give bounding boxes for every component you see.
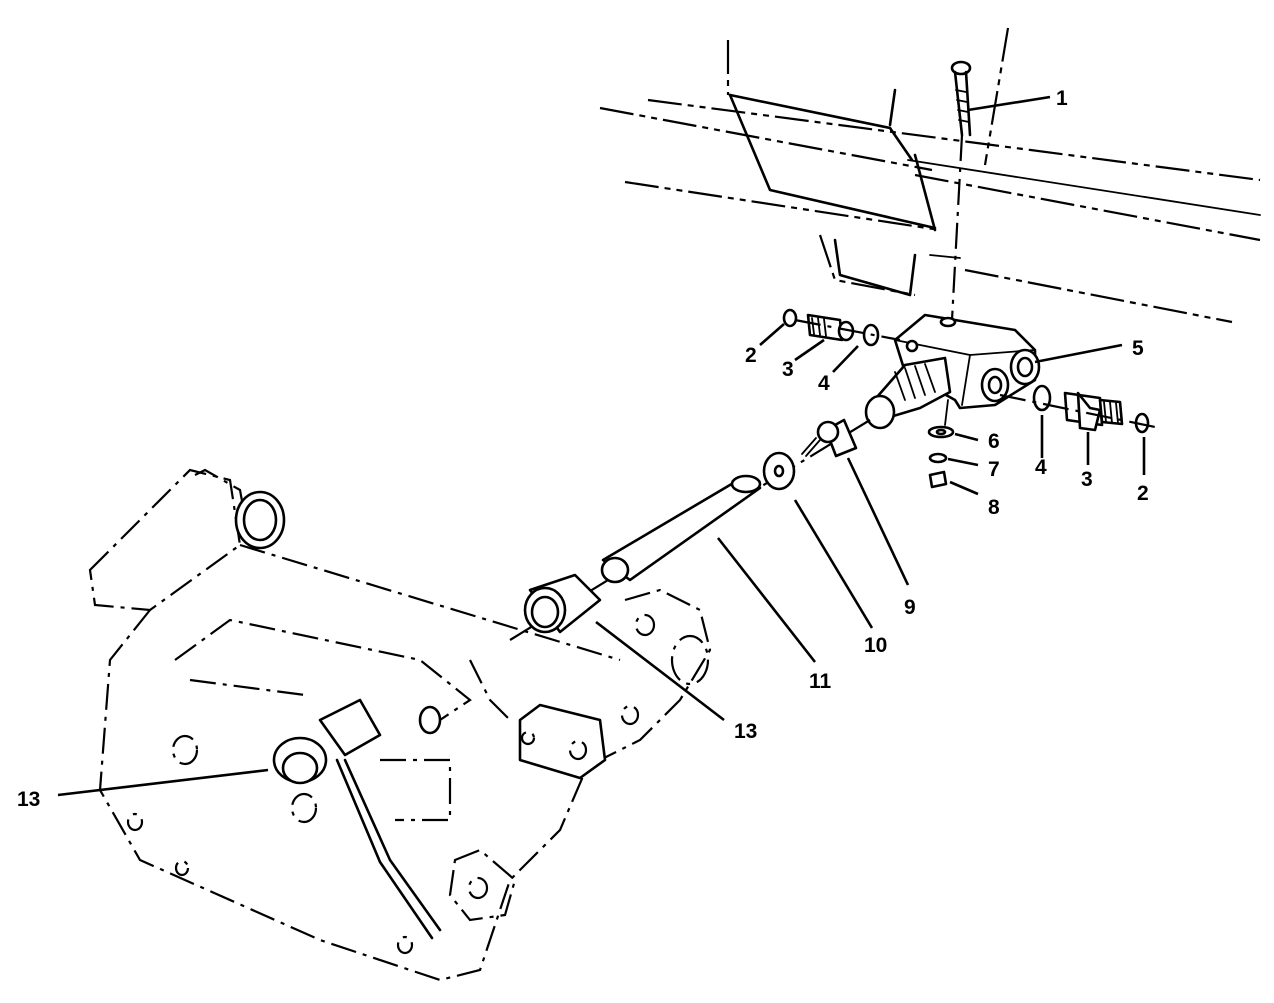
- callout-2-left: 2: [745, 344, 757, 367]
- callout-9: 9: [904, 596, 916, 619]
- lower-assembly: [88, 468, 712, 982]
- bolt: [950, 60, 972, 137]
- callout-4-right: 4: [1035, 456, 1047, 479]
- callout-8: 8: [988, 496, 1000, 519]
- callout-7: 7: [988, 458, 1000, 481]
- callout-2-right: 2: [1137, 482, 1149, 505]
- washer-10: [762, 451, 796, 491]
- callout-6: 6: [988, 430, 1000, 453]
- bolt-centerline: [950, 134, 964, 321]
- bushing-13: [523, 573, 602, 634]
- right-axis: [999, 393, 1161, 430]
- fitting-right: [1032, 384, 1150, 434]
- bottom-hardware: [927, 399, 955, 489]
- spacer-9: [801, 418, 858, 458]
- valve-spool: [864, 356, 952, 430]
- callout-4-left: 4: [818, 372, 830, 395]
- frame-phantom: [599, 27, 1261, 324]
- left-axis: [794, 318, 901, 342]
- leader-lines: [57, 95, 1146, 797]
- pin-11: [600, 474, 762, 584]
- callout-3-left: 3: [782, 358, 794, 381]
- callout-13-bushing: 13: [734, 720, 757, 743]
- callout-labels: 1 2 3 4 5 6 7 8 4 3 2 9 10 11 13 13: [17, 87, 1149, 811]
- fitting-left: [782, 308, 880, 347]
- callout-10: 10: [864, 634, 887, 657]
- callout-1: 1: [1056, 87, 1068, 110]
- frame-bracket: [728, 88, 1261, 297]
- callout-3-right: 3: [1081, 468, 1093, 491]
- callout-5: 5: [1132, 337, 1144, 360]
- callout-13-assembly: 13: [17, 788, 40, 811]
- callout-11: 11: [809, 670, 832, 693]
